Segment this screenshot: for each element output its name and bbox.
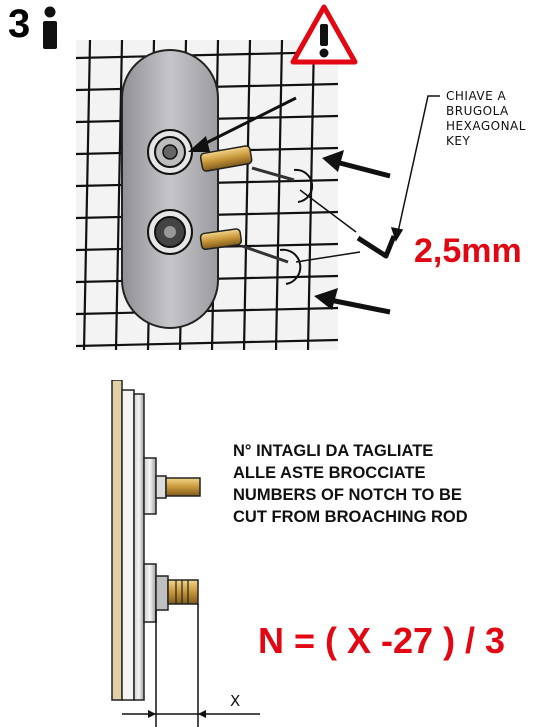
description-line: CUT FROM BROACHING ROD [233, 508, 468, 526]
warning-icon [290, 4, 358, 65]
key-size: 2,5mm [414, 232, 522, 270]
hex-key-label: CHIAVE A BRUGOLA HEXAGONAL KEY [446, 89, 526, 149]
description-line: NUMBERS OF NOTCH TO BE [233, 486, 462, 504]
notch-formula: N = ( X -27 ) / 3 [258, 620, 506, 661]
shower-plate [121, 49, 219, 329]
rotation-arrows [279, 168, 314, 285]
step-number: 3 [8, 2, 31, 46]
info-icon [43, 6, 57, 49]
upper-valve [147, 129, 295, 182]
key-label-line: CHIAVE A [446, 89, 507, 103]
arrows-and-key [188, 95, 440, 315]
key-label-line: KEY [446, 134, 471, 148]
description-line: N° INTAGLI DA TAGLIATE [233, 442, 434, 460]
dimension-x-label: X [230, 692, 241, 710]
lower-valve [147, 209, 289, 264]
key-label-line: HEXAGONAL [446, 119, 526, 133]
key-label-line: BRUGOLA [446, 104, 509, 118]
hex-key [356, 235, 397, 259]
installation-drawing [76, 40, 338, 350]
section-drawing [111, 380, 260, 727]
notch-description: N° INTAGLI DA TAGLIATE ALLE ASTE BROCCIA… [233, 440, 468, 528]
description-line: ALLE ASTE BROCCIATE [233, 464, 426, 482]
